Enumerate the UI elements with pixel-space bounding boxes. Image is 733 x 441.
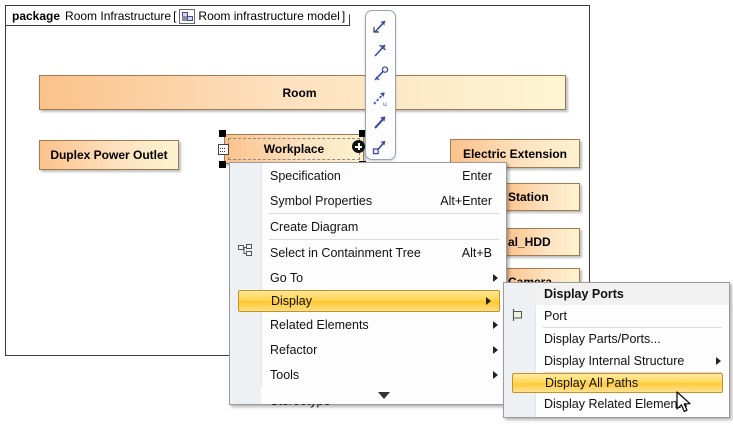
resize-handle-top-left[interactable] — [219, 130, 226, 137]
frame-diagram-name: Room infrastructure model — [198, 8, 340, 23]
submenu-item-display-parts-ports[interactable]: Display Parts/Ports... — [535, 328, 729, 350]
relationship-toolbar[interactable]: u — [365, 10, 396, 160]
frame-package-name: Room Infrastructure — [65, 8, 172, 23]
shape-workplace-label: Workplace — [263, 142, 325, 156]
shape-room-label: Room — [282, 85, 317, 100]
menu-item-create-diagram[interactable]: Create Diagram — [261, 214, 506, 239]
compartment-toggle-handle[interactable] — [218, 144, 229, 155]
chevron-down-icon — [377, 392, 390, 399]
shape-electric-extension-label: Electric Extension — [462, 146, 568, 161]
frame-keyword: package — [12, 8, 61, 23]
plain-arrow-icon[interactable] — [368, 110, 393, 134]
context-menu[interactable]: Specification Enter Symbol Properties Al… — [229, 162, 507, 408]
menu-item-label: Select in Containment Tree — [270, 245, 421, 260]
menu-item-label: Refactor — [270, 342, 318, 357]
menu-item-specification[interactable]: Specification Enter — [261, 163, 506, 188]
port-icon — [512, 308, 528, 322]
submenu-item-label: Display All Paths — [545, 376, 639, 390]
containment-tree-icon — [238, 244, 254, 259]
chevron-right-icon — [716, 357, 721, 365]
shape-external-hdd[interactable]: al_HDD — [503, 228, 580, 256]
cross-arrow-icon[interactable] — [368, 38, 393, 62]
shape-station-label: Station — [508, 190, 549, 204]
menu-item-label: Tools — [270, 367, 300, 382]
shape-workplace[interactable]: Workplace — [224, 134, 364, 164]
shape-external-hdd-label: al_HDD — [508, 235, 551, 249]
submenu-item-port[interactable]: Port — [512, 305, 729, 327]
submenu-item-label: Display Internal Structure — [544, 354, 685, 368]
display-submenu[interactable]: Display Ports Port Display Parts/Ports..… — [503, 282, 730, 418]
submenu-item-label: Display Parts/Ports... — [544, 332, 661, 346]
resize-handle-bottom-left[interactable] — [219, 161, 226, 168]
chevron-right-icon — [493, 320, 498, 329]
frame-bracket-open: [ — [173, 8, 177, 23]
menu-item-label: Symbol Properties — [270, 193, 373, 208]
shape-duplex-power-outlet-label: Duplex Power Outlet — [50, 148, 168, 162]
menu-item-tools[interactable]: Tools — [261, 362, 506, 387]
chevron-right-icon — [486, 297, 491, 305]
shape-room[interactable]: Room — [39, 75, 566, 110]
frame-bracket-close: ] — [341, 8, 346, 23]
submenu-item-display-related-elements[interactable]: Display Related Elements — [535, 393, 729, 415]
context-menu-gutter — [230, 163, 262, 404]
menu-item-symbol-properties[interactable]: Symbol Properties Alt+Enter — [261, 188, 506, 213]
menu-item-shortcut: Alt+B — [461, 245, 492, 260]
submenu-separator — [543, 327, 722, 328]
mouse-pointer-icon — [676, 391, 693, 415]
submenu-item-display-all-paths[interactable]: Display All Paths — [512, 373, 723, 393]
svg-text:u: u — [383, 101, 387, 108]
square-end-arrow-icon[interactable] — [368, 134, 393, 158]
chevron-right-icon — [493, 370, 498, 379]
circle-end-arrow-icon[interactable] — [368, 62, 393, 86]
menu-item-label: Display — [271, 294, 312, 308]
menu-item-shortcut: Enter — [462, 168, 492, 183]
menu-item-label: Specification — [270, 168, 341, 183]
submenu-item-display-internal-structure[interactable]: Display Internal Structure — [535, 350, 729, 372]
submenu-item-label: Display Related Elements — [544, 397, 688, 411]
menu-separator — [269, 213, 499, 214]
menu-item-label: Create Diagram — [270, 219, 359, 234]
chevron-right-icon — [493, 345, 498, 354]
shape-duplex-power-outlet[interactable]: Duplex Power Outlet — [39, 140, 179, 170]
resize-handle-top-right[interactable] — [359, 130, 366, 137]
menu-separator — [269, 239, 499, 240]
submenu-separator — [543, 372, 722, 373]
menu-item-display[interactable]: Display — [238, 290, 500, 312]
submenu-header-display-ports: Display Ports — [535, 283, 729, 305]
add-element-handle[interactable] — [352, 140, 365, 153]
submenu-item-label: Port — [544, 309, 567, 323]
menu-scroll-down[interactable] — [261, 387, 506, 404]
menu-item-label: Related Elements — [270, 317, 369, 332]
menu-item-shortcut: Alt+Enter — [440, 193, 492, 208]
shape-station[interactable]: Station — [503, 183, 580, 211]
menu-item-related-elements[interactable]: Related Elements — [261, 312, 506, 337]
diagram-frame-header: package Room Infrastructure [ Room infra… — [6, 6, 350, 26]
menu-item-label: Go To — [270, 270, 304, 285]
submenu-item-label: Display Ports — [544, 287, 624, 301]
submenu-gutter — [504, 283, 536, 417]
dashed-arrow-icon[interactable]: u — [368, 86, 393, 110]
chevron-right-icon — [493, 273, 498, 282]
generalization-arrow-icon[interactable] — [368, 14, 393, 38]
menu-item-select-in-containment-tree[interactable]: Select in Containment Tree Alt+B — [238, 240, 506, 265]
containment-tree-icon — [179, 9, 195, 24]
menu-item-go-to[interactable]: Go To — [261, 265, 506, 290]
menu-item-refactor[interactable]: Refactor — [261, 337, 506, 362]
